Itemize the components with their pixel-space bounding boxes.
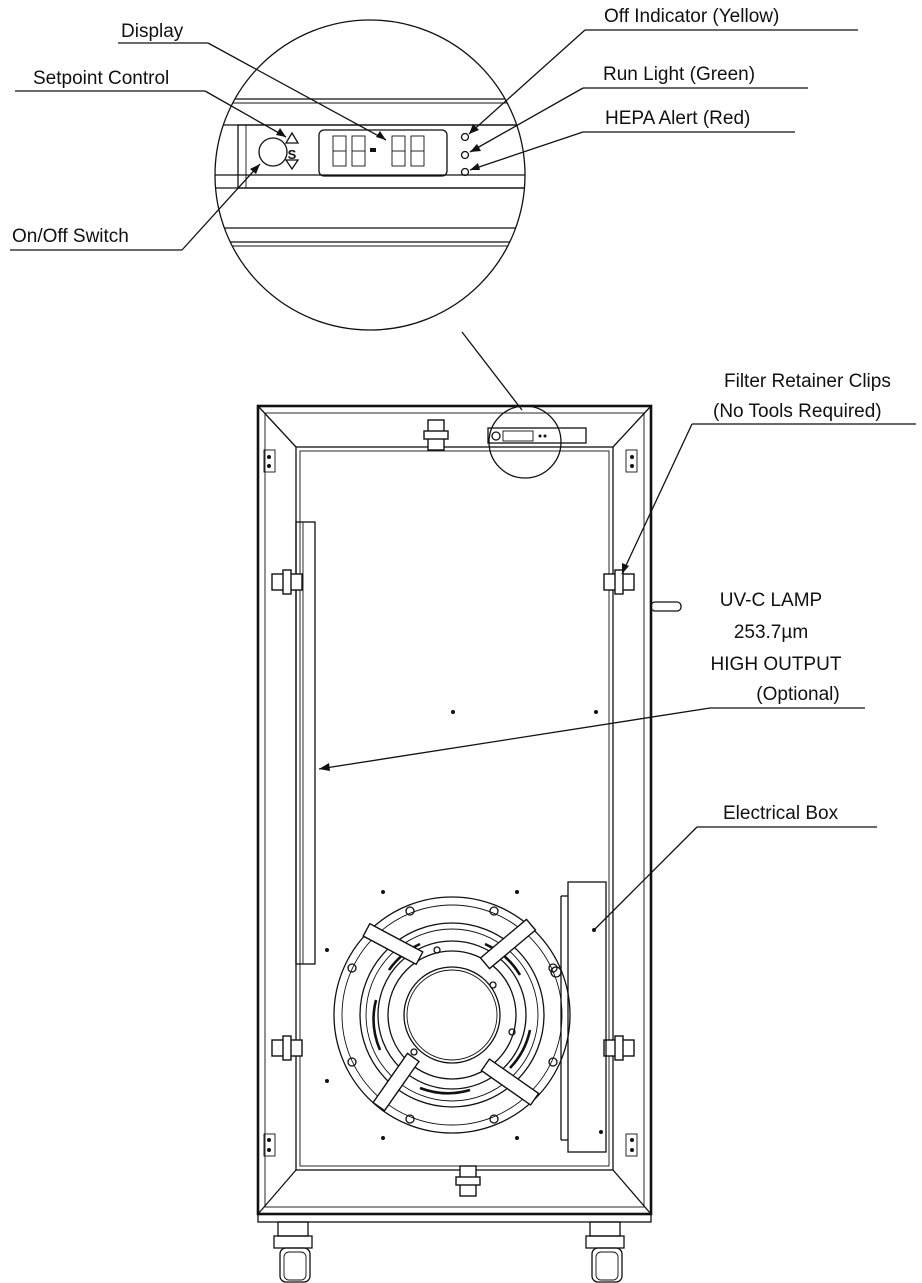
panel-strip: [487, 427, 587, 444]
run-light: [460, 150, 470, 160]
unit-cabinet: [256, 404, 682, 1223]
setpoint-down-arrow: [284, 159, 300, 171]
led-display: [318, 129, 448, 177]
electrical-box: [550, 881, 607, 1153]
label-on-off-switch: On/Off Switch: [12, 226, 129, 247]
label-uvc-line2: 253.7µm: [734, 622, 808, 643]
panel-detail-circle: [488, 405, 562, 479]
magnifier-leader: [461, 331, 523, 411]
side-handle: [650, 601, 682, 612]
label-off-indicator: Off Indicator (Yellow): [604, 6, 779, 27]
control-plate: [237, 124, 525, 189]
callout-run-light: Run Light (Green): [469, 64, 808, 153]
callout-off-indicator: Off Indicator (Yellow): [468, 6, 858, 135]
callout-uvc-lamp: UV-C LAMP 253.7µm HIGH OUTPUT (Optional): [318, 590, 865, 771]
label-run-light: Run Light (Green): [603, 64, 755, 85]
label-filter-clips-line2: (No Tools Required): [713, 401, 882, 422]
off-indicator-light: [460, 132, 470, 142]
filter-retainer-clip-right-upper: [603, 569, 635, 595]
callout-on-off-switch: On/Off Switch: [10, 163, 261, 251]
label-uvc-line1: UV-C LAMP: [720, 590, 822, 611]
label-uvc-line4: (Optional): [756, 684, 839, 705]
blower-assembly: [333, 896, 571, 1134]
display-digits: [332, 135, 425, 167]
filter-retainer-clip-right-lower: [603, 1035, 635, 1061]
setpoint-symbol: S: [288, 147, 297, 162]
control-panel-magnifier: S: [214, 19, 526, 331]
label-filter-clips-line1: Filter Retainer Clips: [724, 371, 891, 392]
callout-display: Display: [118, 21, 387, 141]
uvc-lamp-tube: [295, 521, 316, 965]
caster-left: [273, 1221, 313, 1283]
label-hepa-alert: HEPA Alert (Red): [605, 108, 750, 129]
label-setpoint-control: Setpoint Control: [33, 68, 169, 89]
callout-electrical-box: Electrical Box: [593, 803, 877, 931]
hepa-alert-light: [460, 167, 470, 177]
setpoint-up-arrow: [284, 131, 300, 144]
label-display: Display: [121, 21, 184, 42]
cabinet-base: [257, 1213, 652, 1223]
callout-setpoint-control: Setpoint Control: [15, 68, 287, 138]
filter-retainer-clip-left-lower: [271, 1035, 303, 1061]
filter-retainer-clip-bottom: [455, 1165, 481, 1197]
callout-filter-retainer-clips: Filter Retainer Clips (No Tools Required…: [621, 371, 916, 575]
on-off-switch-button: [258, 137, 288, 167]
caster-right: [585, 1221, 625, 1283]
callout-hepa-alert: HEPA Alert (Red): [469, 108, 795, 171]
filter-retainer-clip-left-upper: [271, 569, 303, 595]
label-uvc-line3: HIGH OUTPUT: [711, 654, 842, 675]
filter-retainer-clip-top: [423, 419, 449, 451]
label-electrical-box: Electrical Box: [723, 803, 839, 824]
